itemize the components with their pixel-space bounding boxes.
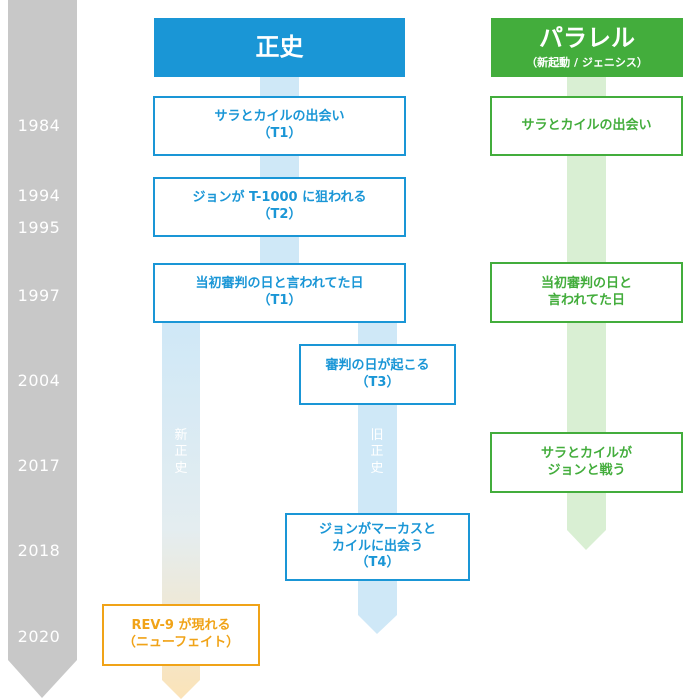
event-text: 当初審判の日と言われてた日	[195, 276, 364, 292]
parallel-header-subtitle: （新起動 / ジェニシス）	[526, 56, 648, 70]
year-label: 2017	[17, 456, 61, 475]
event-box-2004-old-canon: 審判の日が起こる （T3）	[299, 344, 456, 405]
event-text: サラとカイルが	[540, 445, 632, 461]
year-label: 1995	[17, 218, 61, 237]
event-text: ジョンが T-1000 に狙われる	[192, 190, 367, 206]
canon-header-title: 正史	[255, 32, 304, 61]
event-text: サラとカイルの出会い	[521, 117, 652, 133]
event-text: 当初審判の日と	[540, 275, 632, 291]
event-text: REV-9 が現れる	[131, 618, 231, 634]
year-label: 2020	[17, 627, 61, 646]
new-canon-branch-label: 新正史	[174, 428, 188, 476]
year-label: 2004	[17, 371, 61, 390]
event-box-1997-parallel: 当初審判の日と 言われてた日	[490, 262, 683, 323]
year-label: 1984	[17, 116, 61, 135]
event-film: （T3）	[355, 374, 400, 390]
event-text: サラとカイルの出会い	[214, 109, 345, 125]
event-box-2017-parallel: サラとカイルが ジョンと戦う	[490, 432, 683, 493]
parallel-header: パラレル （新起動 / ジェニシス）	[491, 18, 683, 77]
event-box-1997-canon: 当初審判の日と言われてた日 （T1）	[153, 263, 406, 323]
event-text: 審判の日が起こる	[325, 357, 430, 373]
year-label: 2018	[17, 541, 61, 560]
event-text: ジョンがマーカスと	[318, 521, 436, 537]
event-box-1984-canon: サラとカイルの出会い （T1）	[153, 96, 406, 156]
year-label: 1997	[17, 286, 61, 305]
event-box-2018-old-canon: ジョンがマーカスと カイルに出会う （T4）	[285, 513, 470, 581]
event-film: （T2）	[257, 207, 302, 222]
event-film: （T1）	[257, 126, 302, 141]
parallel-header-title: パラレル	[539, 23, 635, 52]
event-film: （T1）	[257, 293, 302, 308]
event-box-2020-new-canon: REV-9 が現れる （ニューフェイト）	[102, 604, 260, 666]
year-timeline-arrow	[8, 0, 77, 698]
event-film: （ニューフェイト）	[122, 635, 240, 650]
canon-header: 正史	[154, 18, 405, 77]
event-text: 言われてた日	[548, 292, 625, 308]
event-box-1995-canon: ジョンが T-1000 に狙われる （T2）	[153, 177, 406, 237]
old-canon-branch-label: 旧正史	[370, 428, 384, 476]
event-text: カイルに出会う	[331, 538, 423, 554]
event-film: （T4）	[355, 555, 400, 571]
year-label: 1994	[17, 186, 61, 205]
event-text: ジョンと戦う	[547, 462, 626, 478]
event-box-1984-parallel: サラとカイルの出会い	[490, 96, 683, 156]
